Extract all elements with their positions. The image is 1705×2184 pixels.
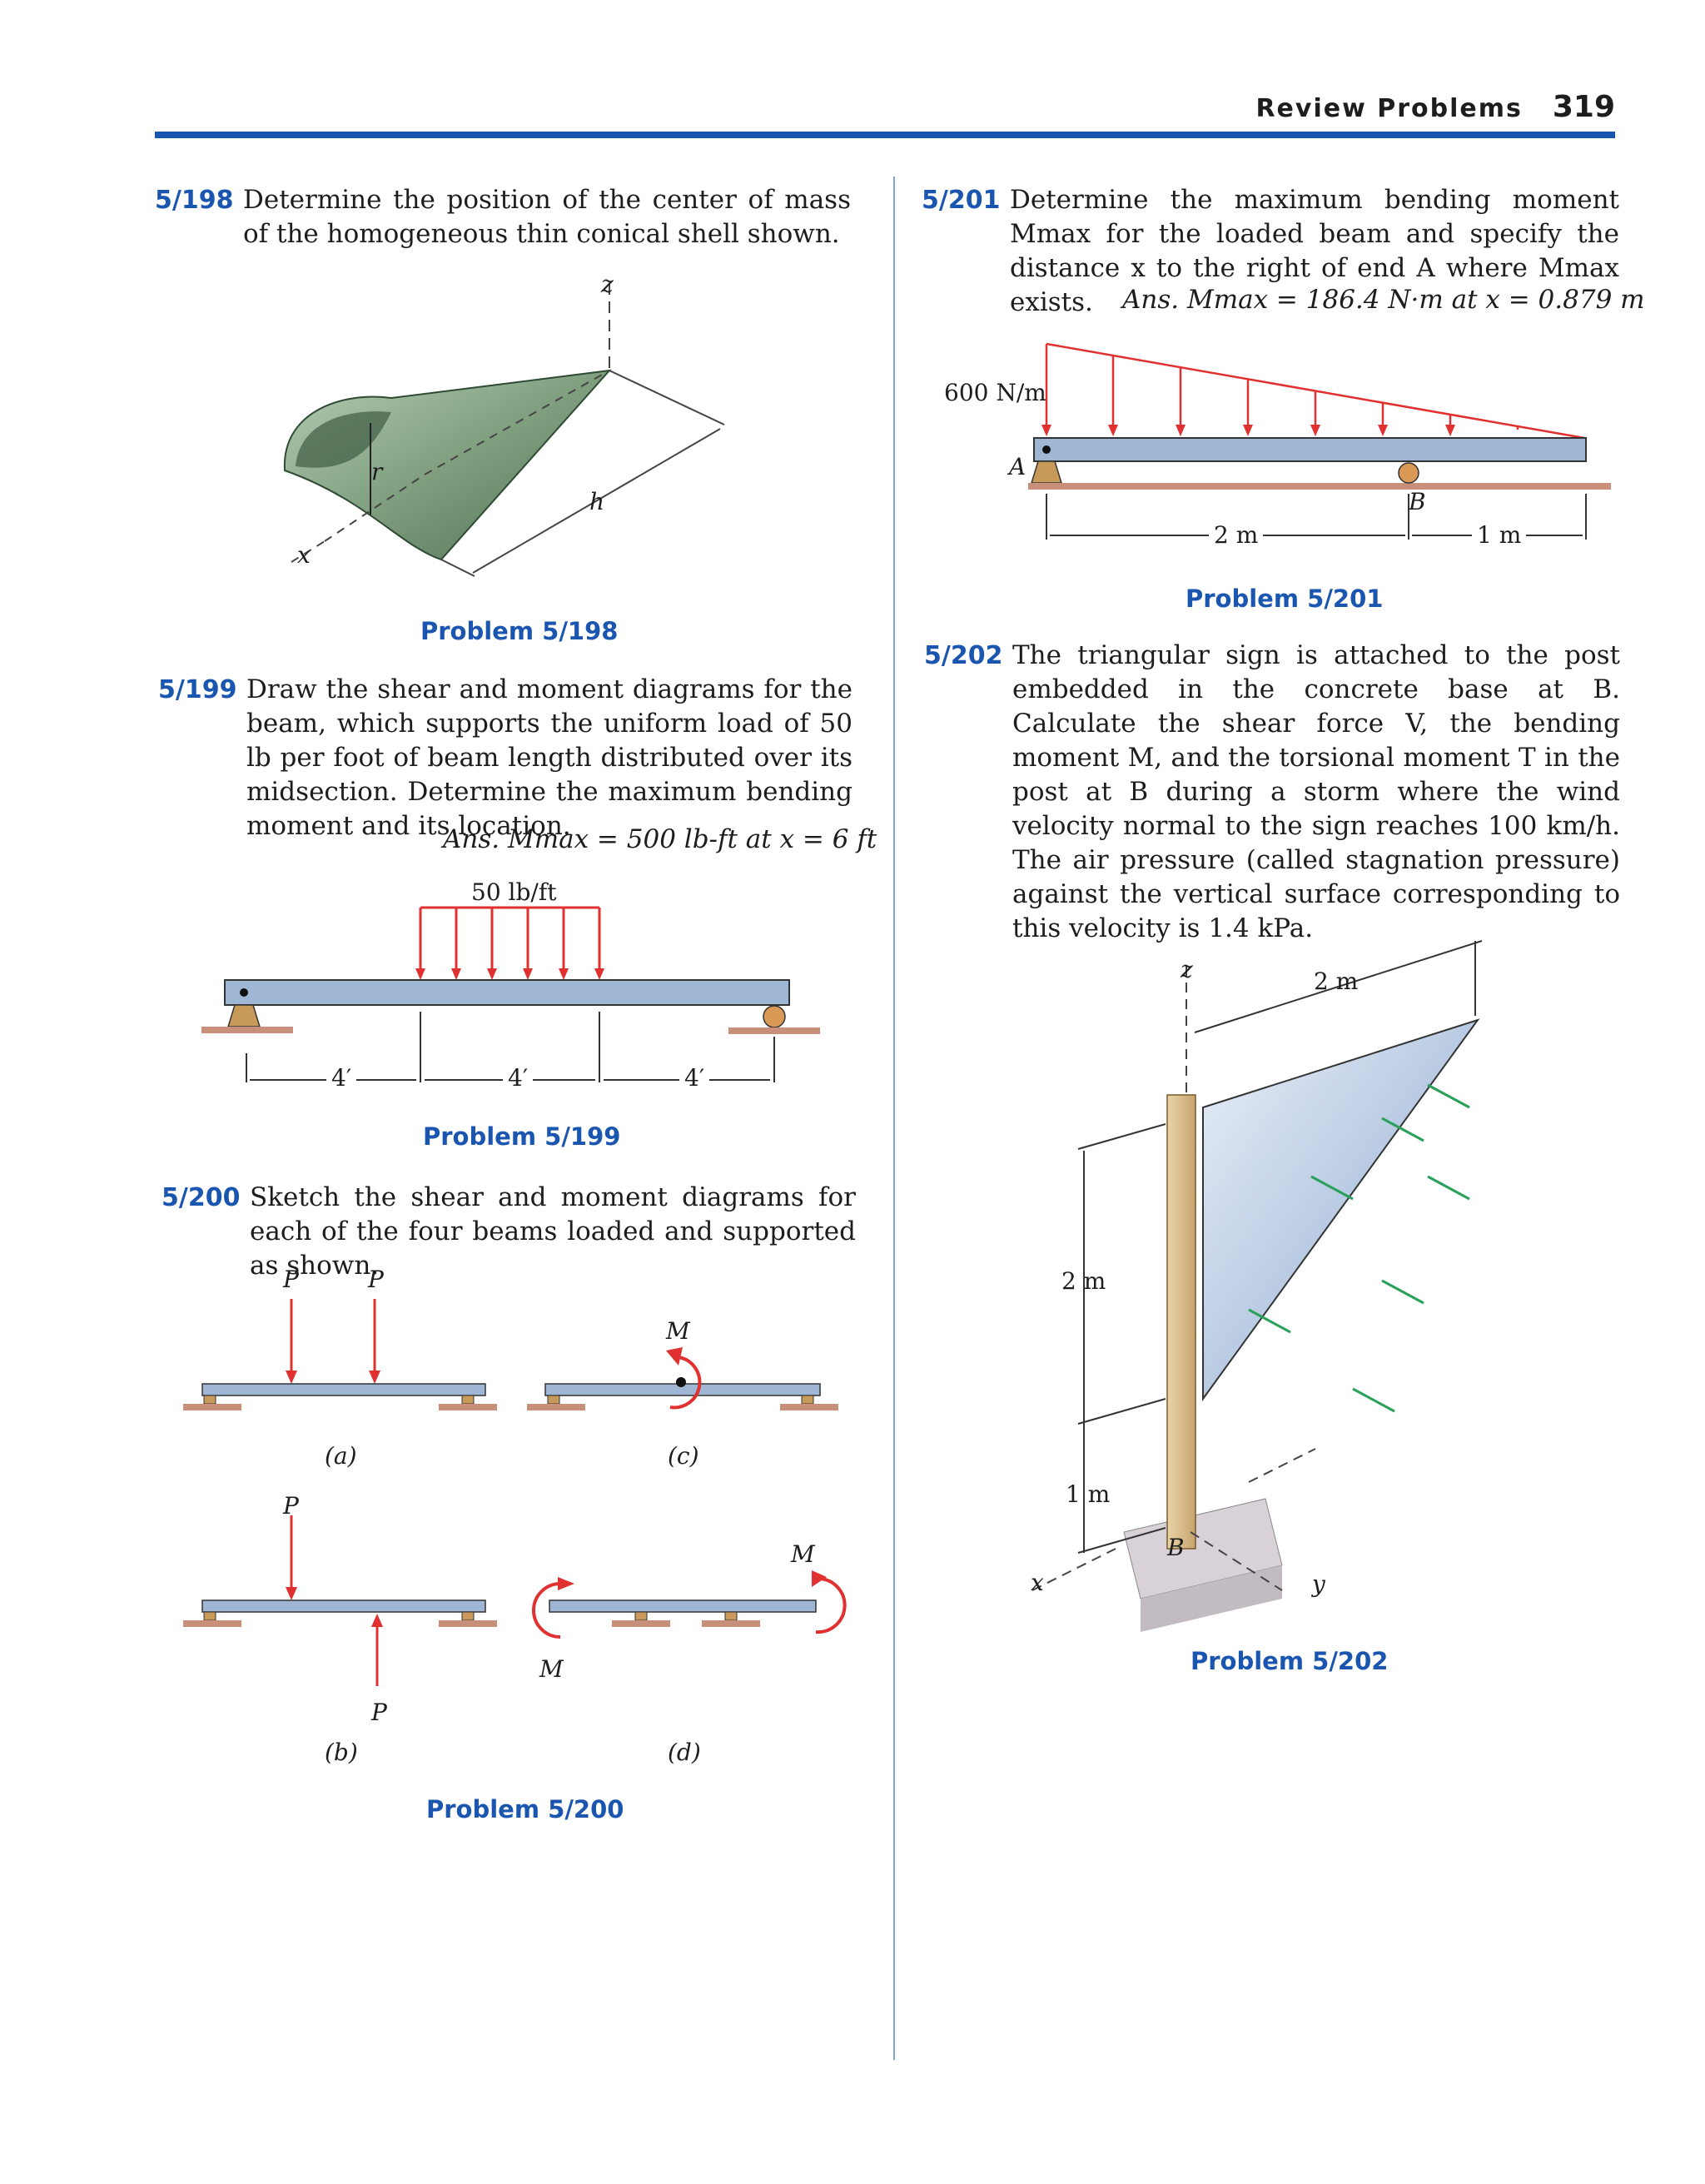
- span-label-3: 4′: [679, 1064, 710, 1092]
- label-A: A: [1009, 453, 1026, 480]
- caption-202: Problem 5/202: [1191, 1647, 1389, 1675]
- label-b: (b): [325, 1739, 358, 1766]
- label-M-c: M: [666, 1317, 690, 1345]
- label-M-d1: M: [539, 1655, 564, 1683]
- dim-base-1m: 1 m: [1066, 1480, 1111, 1508]
- beam-199-figure: [201, 906, 820, 1082]
- page-number: 319: [1552, 90, 1615, 124]
- beam-201-figure: [1028, 342, 1611, 540]
- label-c: (c): [668, 1442, 699, 1470]
- sign-post-figure: [1031, 940, 1483, 1632]
- label-P-b1: P: [283, 1492, 299, 1520]
- beam-a: [183, 1299, 497, 1410]
- answer-201: Ans. Mmax = 186.4 N·m at x = 0.879 m: [1122, 285, 1645, 315]
- problem-text: Sketch the shear and moment diagrams for…: [250, 1182, 856, 1281]
- label-M-d2: M: [791, 1540, 815, 1568]
- problem-202: 5/202 The triangular sign is attached to…: [924, 639, 1620, 946]
- label-P-a1: P: [283, 1266, 299, 1293]
- beam-b: [183, 1515, 497, 1686]
- problem-199: 5/199 Draw the shear and moment diagrams…: [158, 673, 852, 843]
- problem-text: Determine the maximum bending moment Mma…: [1010, 185, 1619, 317]
- header-rule: [155, 132, 1615, 138]
- label-a: (a): [325, 1442, 357, 1470]
- label-y-202: y: [1312, 1570, 1325, 1598]
- label-P-b2: P: [371, 1699, 387, 1726]
- problem-number: 5/200: [162, 1183, 241, 1212]
- label-B-201: B: [1409, 488, 1426, 515]
- caption-199: Problem 5/199: [423, 1122, 621, 1151]
- label-r: r: [371, 458, 383, 485]
- section-title: Review Problems: [1255, 94, 1523, 123]
- conical-shell-figure: [283, 283, 725, 577]
- problem-198: 5/198 Determine the position of the cent…: [155, 183, 851, 251]
- dim-2m: 2 m: [1209, 521, 1264, 549]
- column-divider: [893, 177, 895, 2060]
- label-z-202: z: [1181, 956, 1193, 983]
- answer-199: Ans. Mmax = 500 lb-ft at x = 6 ft: [443, 824, 877, 854]
- span-label-2: 4′: [503, 1064, 534, 1092]
- problem-201: 5/201 Determine the maximum bending mome…: [922, 183, 1619, 320]
- problem-number: 5/199: [158, 675, 237, 704]
- label-d: (d): [668, 1739, 701, 1766]
- problem-number: 5/202: [924, 641, 1003, 670]
- dim-height-2m: 2 m: [1061, 1267, 1106, 1295]
- label-h: h: [589, 488, 605, 515]
- problem-200: 5/200 Sketch the shear and moment diagra…: [162, 1181, 856, 1283]
- caption-200: Problem 5/200: [426, 1795, 624, 1823]
- problem-text: Draw the shear and moment diagrams for t…: [246, 674, 852, 841]
- label-z: z: [601, 271, 614, 298]
- dim-1m: 1 m: [1472, 521, 1527, 549]
- load-label-201: 600 N/m: [944, 379, 1046, 406]
- problem-text: Determine the position of the center of …: [243, 185, 851, 249]
- problem-number: 5/198: [155, 186, 234, 215]
- label-B-202: B: [1167, 1534, 1185, 1561]
- beam-c: [527, 1347, 838, 1410]
- problem-text: The triangular sign is attached to the p…: [1012, 640, 1620, 943]
- caption-201: Problem 5/201: [1186, 585, 1384, 613]
- beam-d: [532, 1570, 847, 1639]
- span-label-1: 4′: [326, 1064, 357, 1092]
- caption-198: Problem 5/198: [420, 617, 619, 645]
- problem-number: 5/201: [922, 186, 1001, 215]
- running-header: Review Problems 319: [0, 90, 1615, 124]
- beams-200-figure: [183, 1299, 847, 1686]
- label-x-202: x: [1031, 1569, 1044, 1596]
- label-x: x: [297, 541, 311, 569]
- load-label: 50 lb/ft: [471, 878, 557, 906]
- label-P-a2: P: [368, 1266, 384, 1293]
- dim-width-2m: 2 m: [1314, 968, 1359, 995]
